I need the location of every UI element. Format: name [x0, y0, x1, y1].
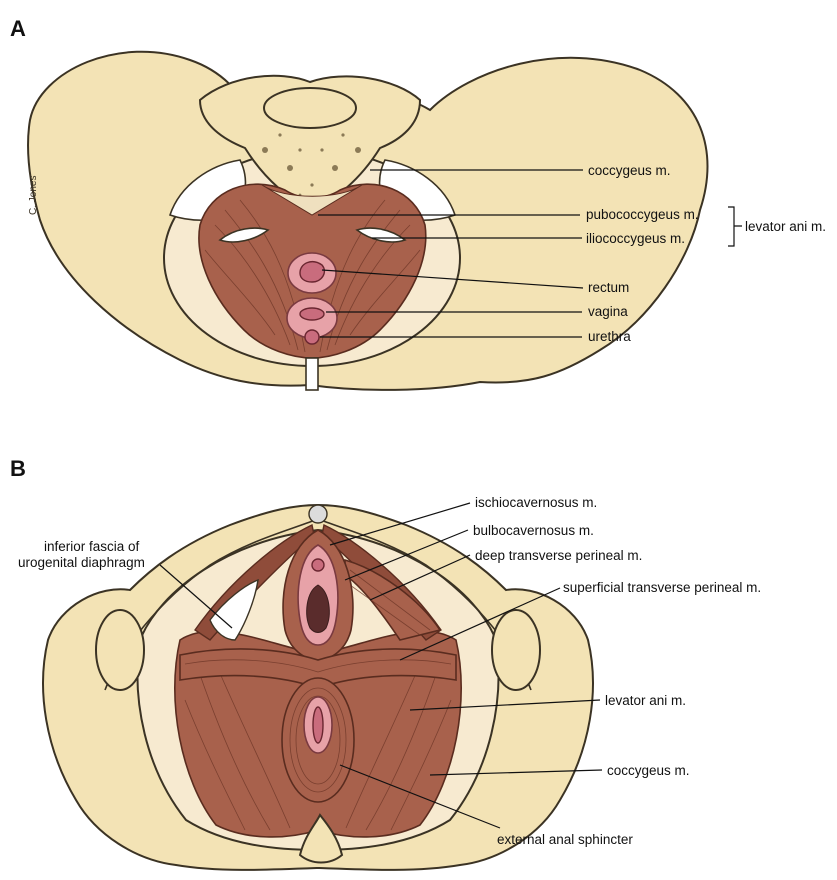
label-coccygeus-a: coccygeus m.: [588, 163, 671, 178]
panel-b-letter: B: [10, 456, 26, 481]
label-levator-ani-group: levator ani m.: [745, 219, 826, 234]
pubic-symphysis-a: [306, 358, 318, 390]
label-vagina: vagina: [588, 304, 628, 319]
pubic-symphysis-b: [309, 505, 327, 523]
label-superficial-transverse: superficial transverse perineal m.: [563, 580, 761, 595]
artist-signature: C. Jones: [28, 176, 39, 215]
urethra-opening: [305, 330, 319, 344]
rectum-lumen: [300, 262, 324, 282]
label-deep-transverse: deep transverse perineal m.: [475, 548, 642, 563]
urethral-orifice-b: [312, 559, 324, 571]
levator-bracket: [728, 207, 742, 246]
ischial-tuberosity-left: [96, 610, 144, 690]
label-iliococcygeus: iliococcygeus m.: [586, 231, 685, 246]
label-rectum: rectum: [588, 280, 629, 295]
label-ischiocavernosus: ischiocavernosus m.: [475, 495, 597, 510]
label-levator-ani-b: levator ani m.: [605, 693, 686, 708]
svg-text:C. Jones: C. Jones: [28, 176, 39, 215]
label-inferior-fascia-line1: inferior fascia of: [44, 539, 140, 554]
label-inferior-fascia-line2: urogenital diaphragm: [18, 555, 145, 570]
label-urethra: urethra: [588, 329, 631, 344]
label-pubococcygeus: pubococcygeus m.: [586, 207, 699, 222]
label-external-anal-sphincter: external anal sphincter: [497, 832, 633, 847]
label-coccygeus-b: coccygeus m.: [607, 763, 690, 778]
panel-a-letter: A: [10, 16, 26, 41]
panel-b: B: [10, 456, 761, 870]
ischial-tuberosity-right: [492, 610, 540, 690]
vagina-lumen: [300, 308, 324, 320]
panel-a: A: [10, 16, 826, 390]
sacral-promontory: [264, 88, 356, 128]
anal-lumen: [313, 707, 323, 743]
label-bulbocavernosus: bulbocavernosus m.: [473, 523, 594, 538]
